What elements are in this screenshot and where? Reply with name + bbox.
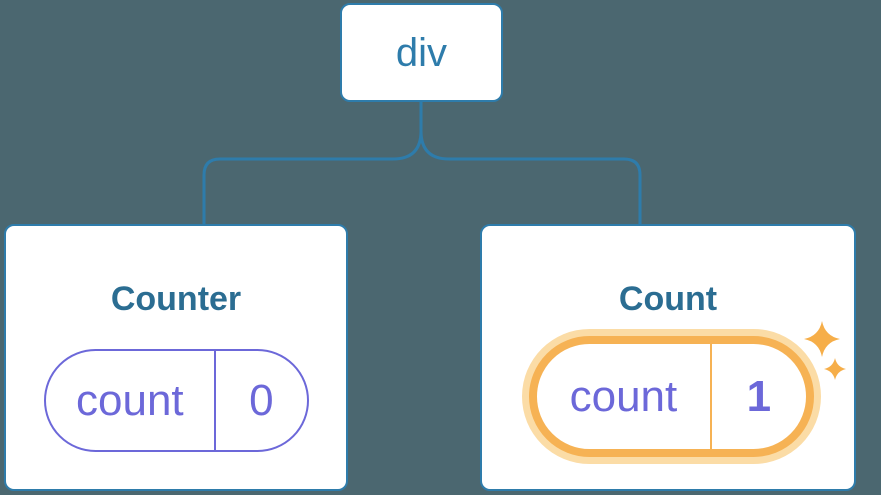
connector-left-branch bbox=[202, 99, 423, 227]
state-pill-key-section: count bbox=[46, 351, 216, 450]
sparkle-small-icon bbox=[824, 358, 846, 380]
state-pill-value-section: 1 bbox=[712, 344, 806, 449]
state-pill-count-highlighted: count 1 bbox=[529, 336, 814, 457]
root-node-div: div bbox=[340, 3, 503, 102]
state-key-label: count bbox=[569, 371, 678, 421]
sparkle-large-icon bbox=[804, 321, 840, 357]
component-title-counter: Counter bbox=[110, 280, 242, 318]
state-pill-counter: count 0 bbox=[44, 349, 309, 452]
state-key-label: count bbox=[76, 375, 184, 425]
component-title-count: Count bbox=[618, 280, 718, 318]
state-value-label: 0 bbox=[249, 375, 274, 425]
state-pill-key-section: count bbox=[537, 344, 712, 449]
component-card-counter: Counter count 0 bbox=[4, 224, 348, 491]
state-value-label: 1 bbox=[746, 371, 772, 421]
state-pill-value-section: 0 bbox=[216, 351, 307, 450]
component-card-count: Count count 1 bbox=[480, 224, 856, 491]
root-node-label: div bbox=[395, 30, 448, 75]
connector-right-branch bbox=[419, 129, 642, 227]
